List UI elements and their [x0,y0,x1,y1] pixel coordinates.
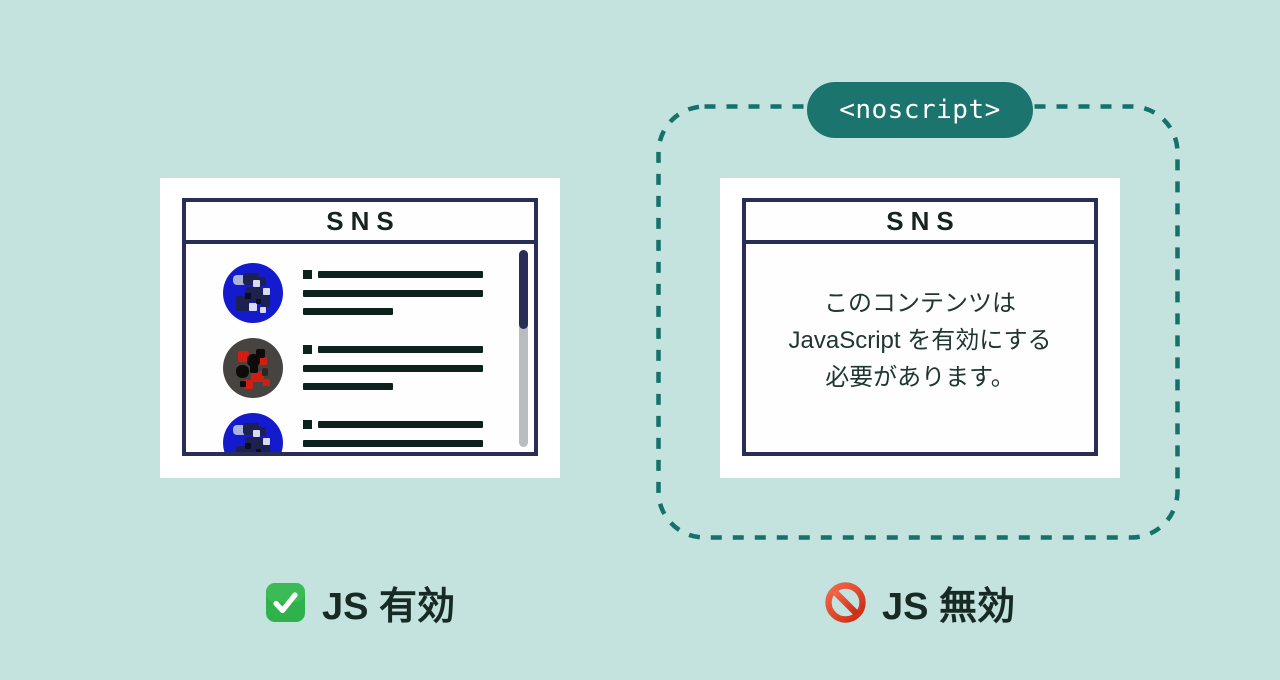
message-line: JavaScript を有効にする [788,326,1052,354]
post-text-bar [303,290,483,297]
browser-card-js-disabled: SNS このコンテンツは JavaScript を有効にする 必要があります。 [720,178,1120,478]
message-line: このコンテンツは [824,289,1016,317]
scrollbar [519,250,528,447]
browser-header: SNS [186,202,534,244]
post-text-bar [318,271,483,278]
feed-item [186,338,534,398]
post-bullet [303,345,312,354]
noscript-dashed-boundary [656,104,1180,540]
site-title: SNS [886,205,961,236]
prohibited-icon [825,581,866,623]
browser-frame: SNS [182,198,538,456]
avatar-gray-red-pixel [223,338,283,398]
feed-item [186,263,534,323]
avatar-blue-pixel [223,263,283,323]
check-mark-button-icon [265,582,305,622]
post-text-bar [303,308,393,315]
browser-card-js-enabled: SNS [160,178,560,478]
caption-label: JS 無効 [881,585,1016,628]
post-bullet [303,420,312,429]
scrollbar-thumb [519,250,528,329]
post-text-bar [318,421,483,428]
feed-item [186,413,534,452]
feed-area [186,244,534,452]
caption-js-enabled: JS 有効 [160,576,560,628]
noscript-tag-label: <noscript> [839,95,1001,125]
post-bullet [303,270,312,279]
browser-frame: SNS このコンテンツは JavaScript を有効にする 必要があります。 [742,198,1098,456]
caption-js-disabled: JS 無効 [720,576,1120,628]
post-text-bar [318,346,483,353]
post-text-bar [303,365,483,372]
post-text-bar [303,383,393,390]
browser-header: SNS [746,202,1094,244]
caption-label: JS 有効 [321,585,456,628]
noscript-message: このコンテンツは JavaScript を有効にする 必要があります。 [746,244,1094,452]
noscript-tag-pill: <noscript> [807,82,1033,138]
message-line: 必要があります。 [825,363,1015,391]
site-title: SNS [326,205,401,236]
post-text-bar [303,440,483,447]
avatar-blue-pixel [223,413,283,452]
